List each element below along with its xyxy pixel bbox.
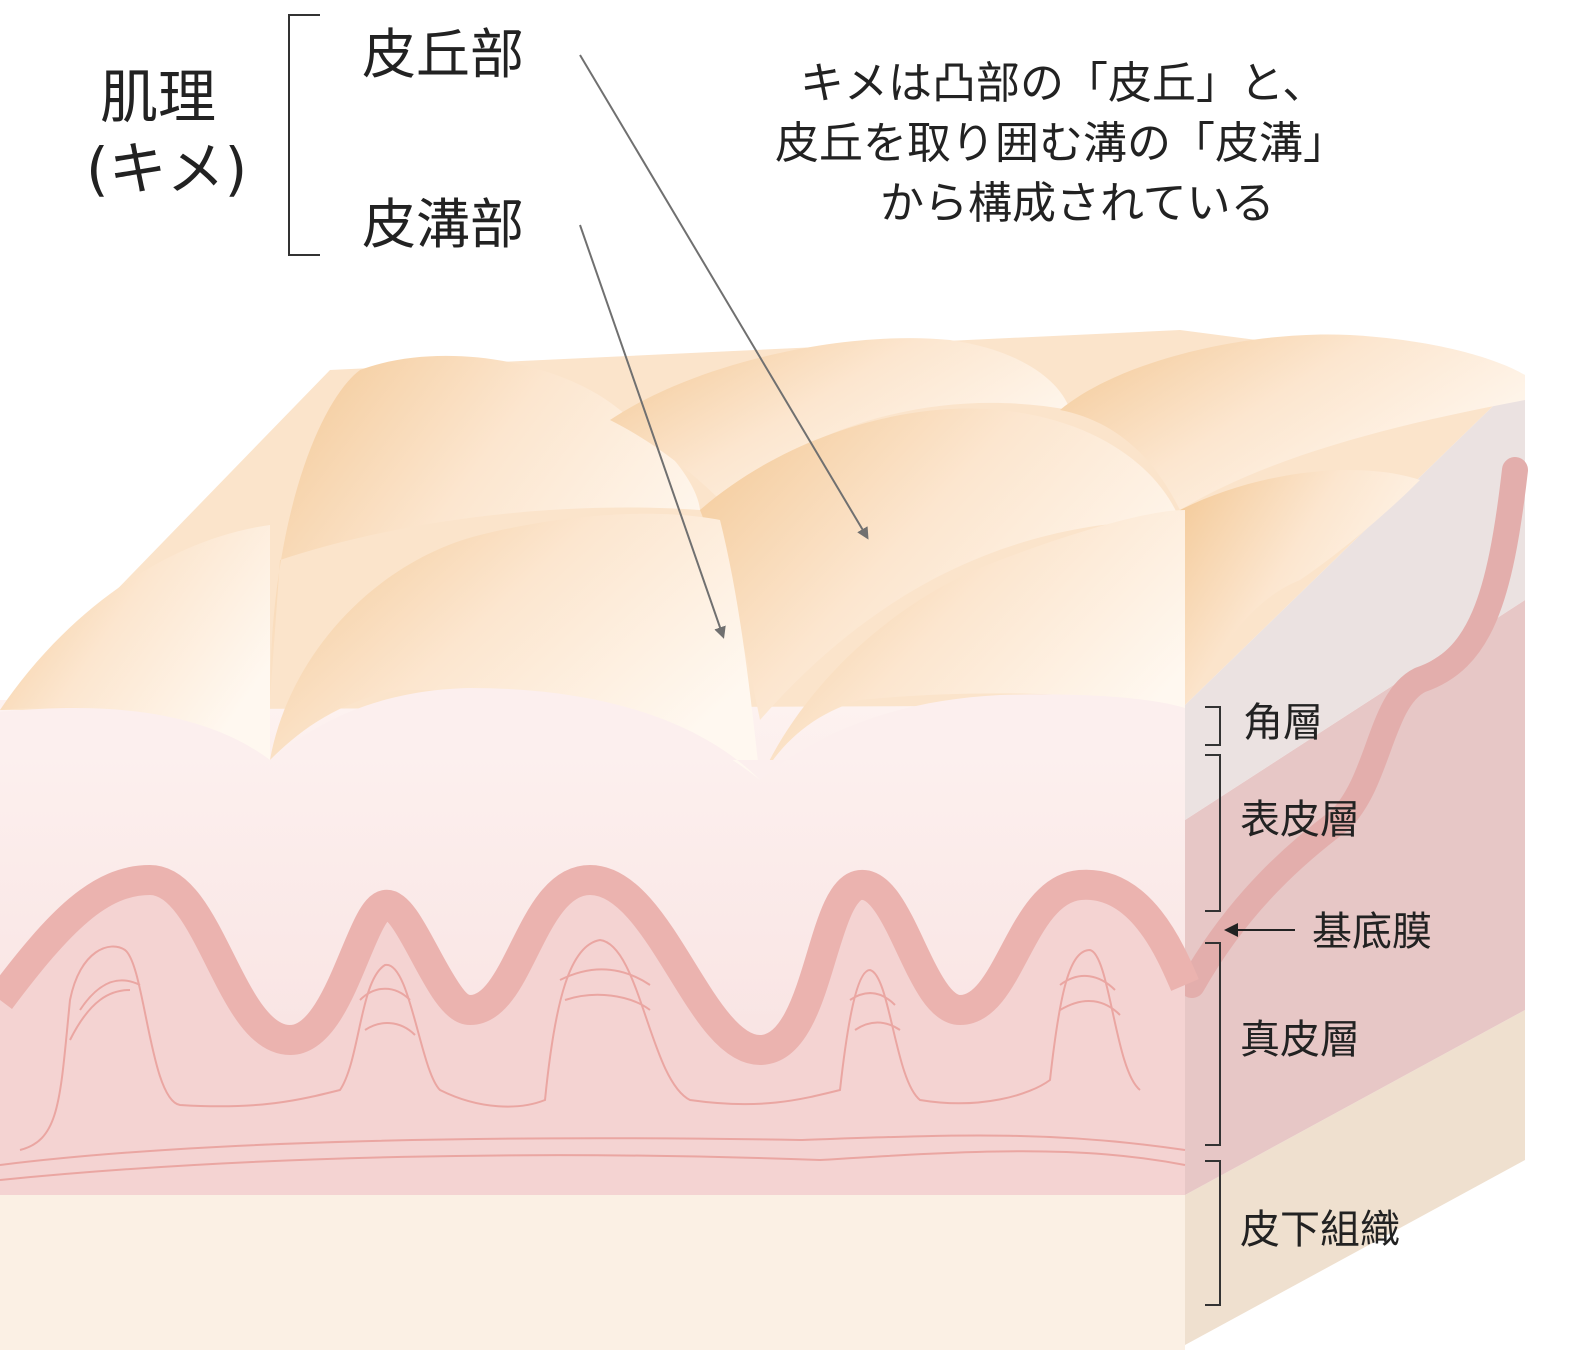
- mound-front-right: [760, 510, 1185, 780]
- kime-note-line1: キメは凸部の「皮丘」と、: [800, 58, 1327, 109]
- side-basement-band: [1179, 457, 1528, 998]
- bracket-epidermis: [1205, 754, 1221, 912]
- kime-note-line3: から構成されている: [880, 178, 1275, 229]
- basement-membrane-band: [0, 864, 1199, 1066]
- mound-back-left: [270, 355, 700, 700]
- layer-label-dermis: 真皮層: [1240, 1017, 1360, 1063]
- arrow-hiko: [579, 224, 726, 639]
- hikyu-label: 皮丘部: [362, 23, 524, 86]
- arrow-hikyu: [579, 54, 869, 540]
- side-dermis: [1185, 600, 1525, 1195]
- kime-title-line2: (キメ): [86, 135, 248, 203]
- layer-label-epidermis: 表皮層: [1240, 797, 1360, 843]
- side-face: [1179, 375, 1528, 1345]
- kime-bracket: [288, 14, 320, 256]
- front-top-edge: [0, 688, 1185, 780]
- bracket-stratum-corneum: [1205, 706, 1221, 746]
- layer-label-basement-membrane: 基底膜: [1312, 909, 1432, 955]
- layer-label-subcutis: 皮下組織: [1240, 1207, 1400, 1253]
- bracket-subcutis: [1205, 1160, 1221, 1306]
- mound-mid-right: [1180, 470, 1420, 705]
- side-epidermis: [1185, 375, 1525, 820]
- side-subcutis: [1185, 1010, 1525, 1345]
- mound-front-left: [0, 525, 270, 760]
- mound-back-center: [610, 338, 1070, 500]
- front-dermis: [0, 880, 1185, 1195]
- layer-label-stratum-corneum: 角層: [1243, 700, 1323, 746]
- dermal-papillae-lines: [0, 938, 1186, 1181]
- front-subcutis: [0, 1195, 1185, 1350]
- top-surface: [0, 330, 1525, 780]
- kime-note-line2: 皮丘を取り囲む溝の「皮溝」: [775, 118, 1347, 169]
- kime-title-line1: 肌理: [100, 63, 217, 131]
- front-face: [0, 700, 1199, 1350]
- mound-back-right: [1060, 334, 1525, 510]
- hiko-label: 皮溝部: [362, 193, 524, 256]
- bracket-dermis: [1205, 942, 1221, 1146]
- mound-mid-center: [700, 408, 1180, 720]
